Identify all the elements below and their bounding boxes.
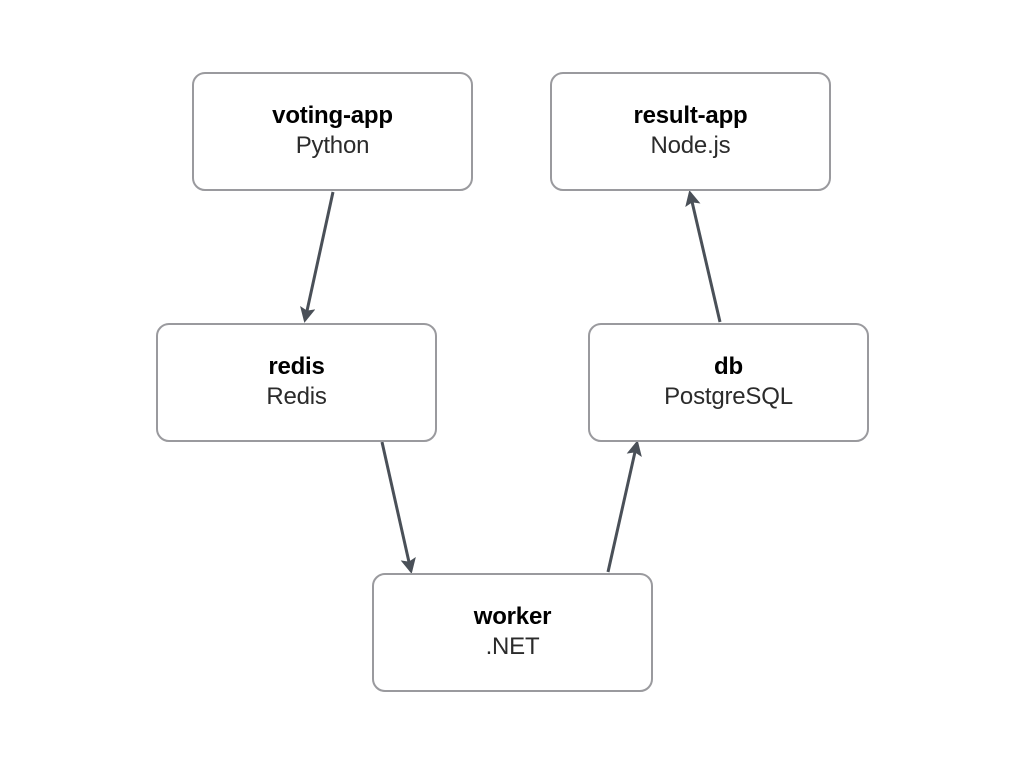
edges-group (300, 190, 722, 574)
edge-worker-to-db (606, 440, 642, 573)
node-result-app[interactable]: result-app Node.js (550, 72, 831, 191)
node-subtitle: Node.js (650, 131, 731, 159)
edge-redis-to-worker (380, 441, 416, 574)
node-subtitle: .NET (485, 632, 540, 660)
node-title: voting-app (272, 102, 393, 130)
edge-voting-app-to-redis (300, 191, 335, 323)
node-subtitle: PostgreSQL (664, 382, 793, 410)
node-title: result-app (633, 102, 748, 130)
node-title: worker (473, 603, 552, 631)
node-worker[interactable]: worker .NET (372, 573, 653, 692)
node-title: redis (268, 353, 325, 381)
node-subtitle: Python (295, 131, 370, 159)
node-redis[interactable]: redis Redis (156, 323, 437, 442)
node-voting-app[interactable]: voting-app Python (192, 72, 473, 191)
node-db[interactable]: db PostgreSQL (588, 323, 869, 442)
edge-db-to-result-app (685, 190, 722, 323)
node-title: db (714, 353, 743, 381)
node-subtitle: Redis (266, 382, 327, 410)
